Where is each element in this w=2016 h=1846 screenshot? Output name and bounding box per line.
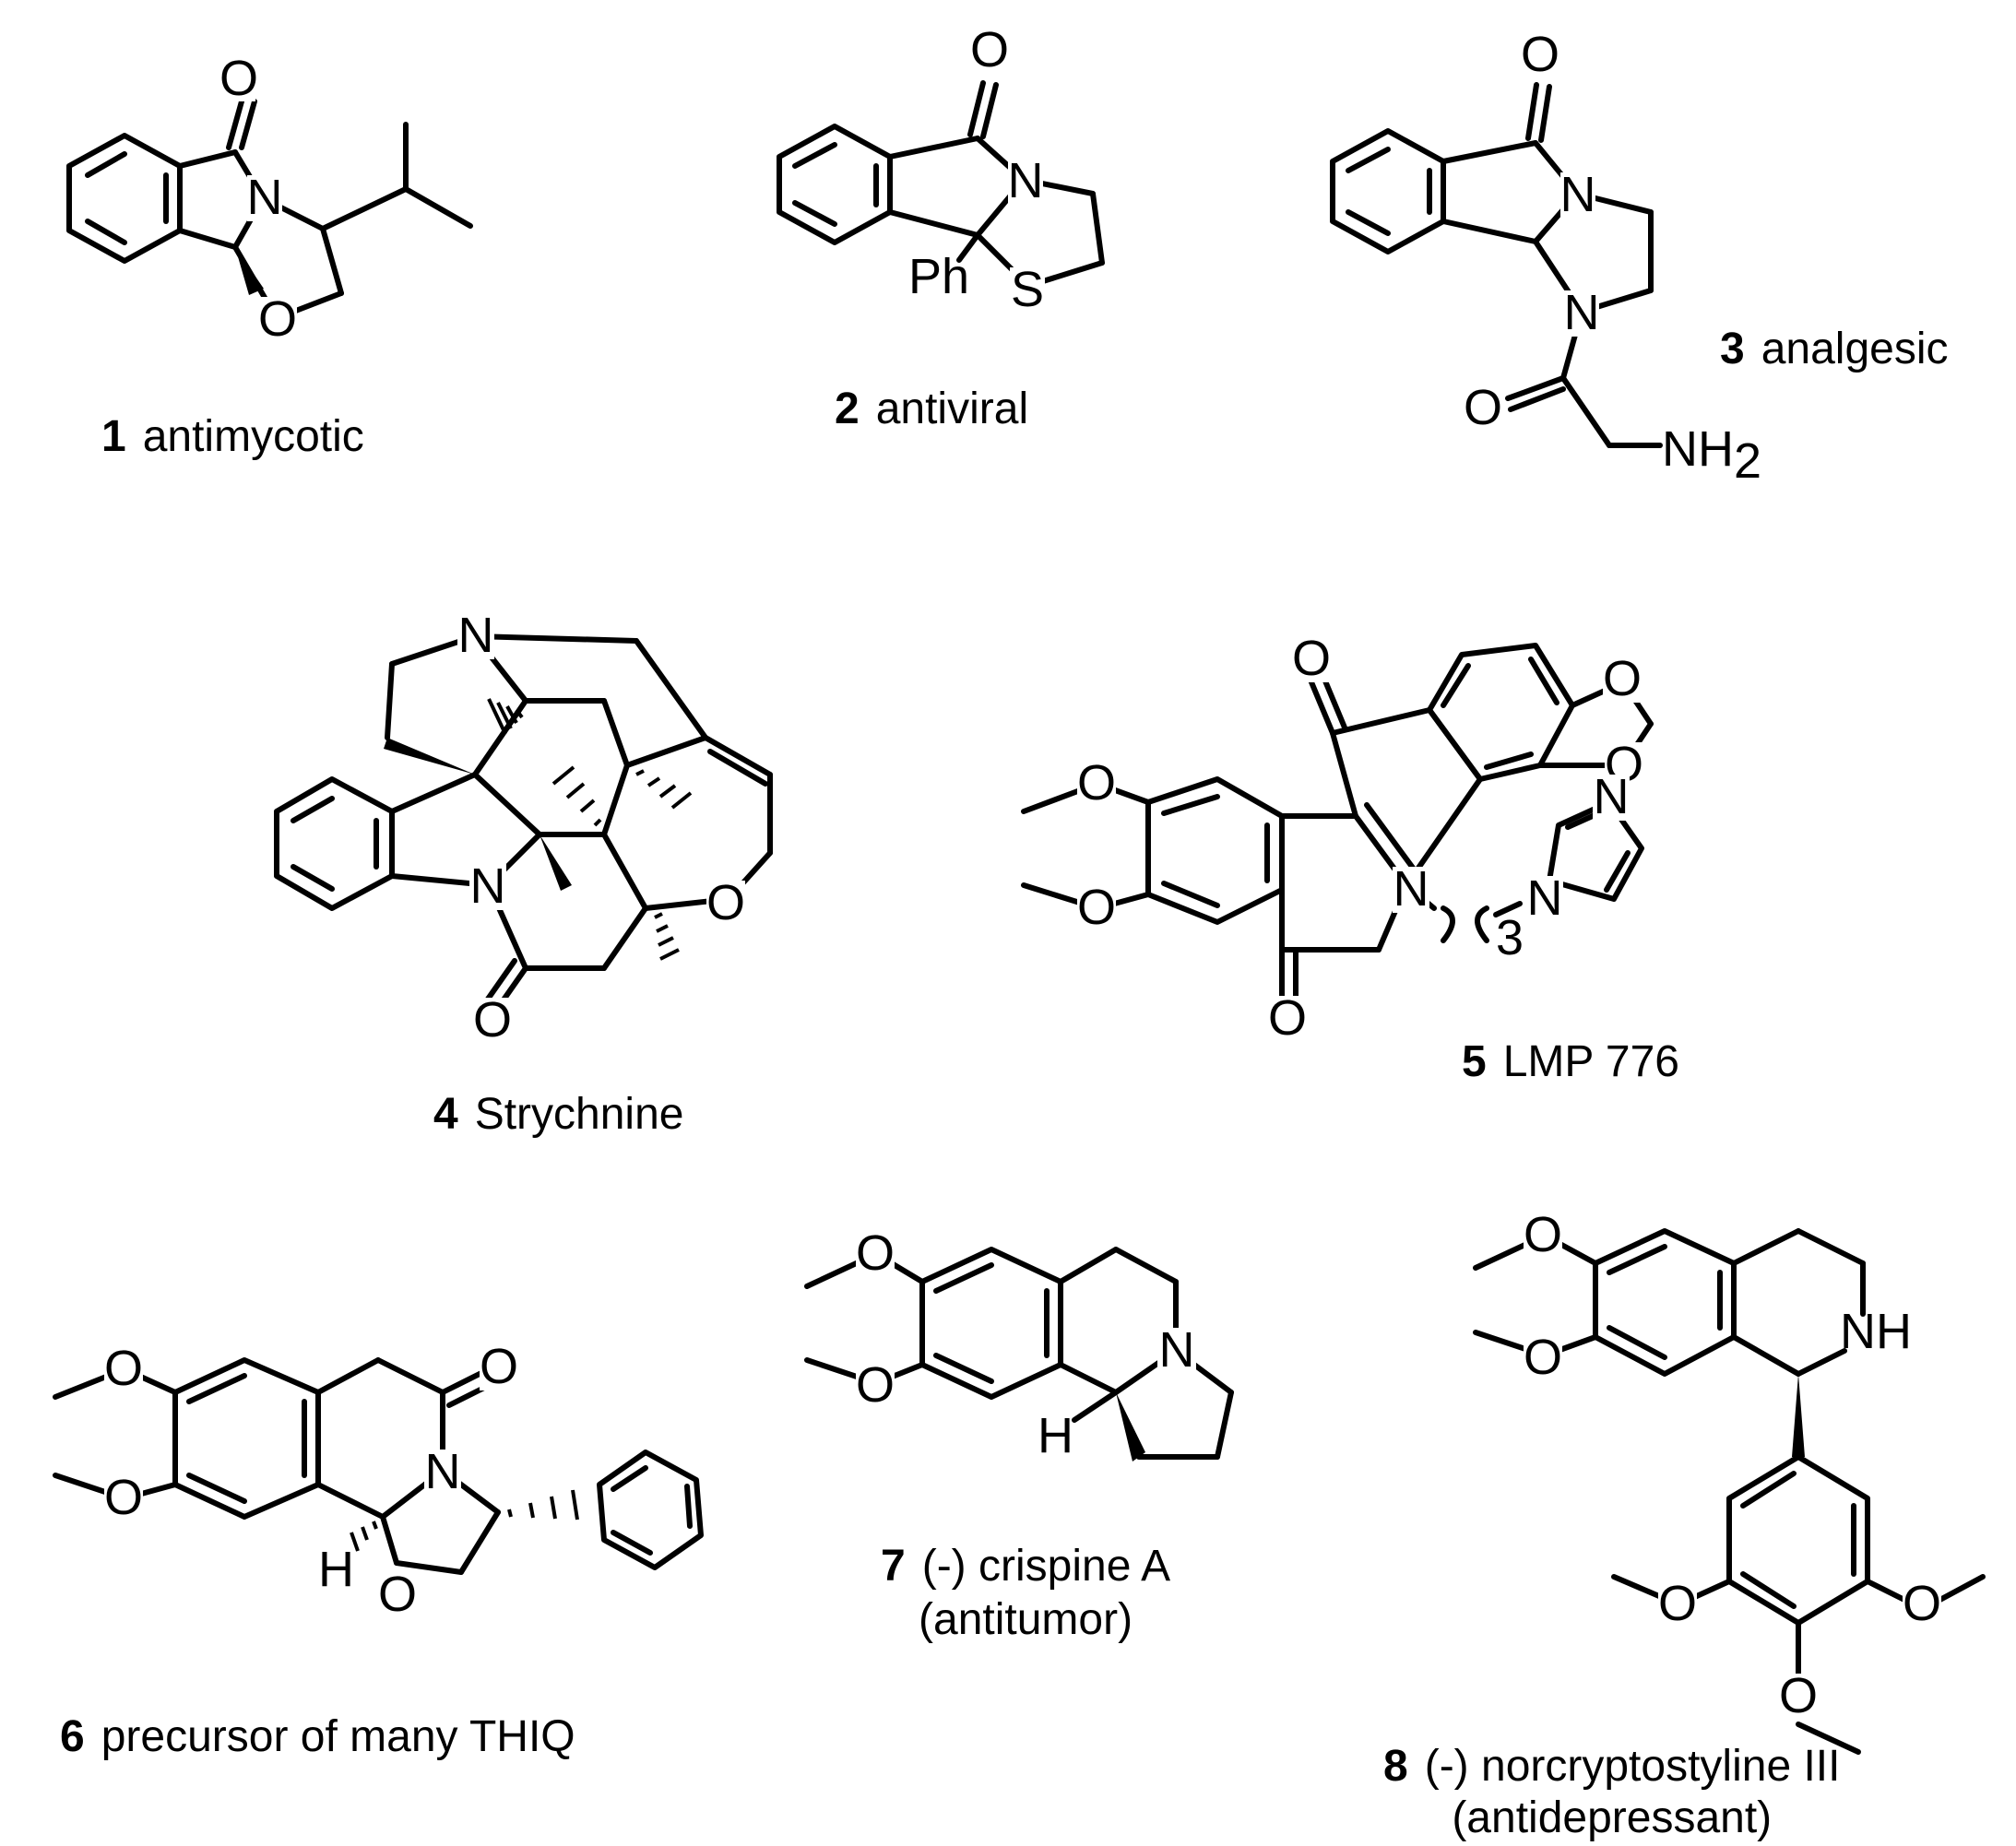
atom-o: O <box>1077 755 1116 811</box>
atom-o: O <box>1524 1207 1562 1262</box>
atom-o: O <box>104 1470 143 1525</box>
compound-label: analgesic <box>1761 325 1949 373</box>
atom-n: N <box>1159 1322 1195 1378</box>
structure-7: N O O H <box>804 1225 1234 1463</box>
caption-7: 7 (-) crispine A (antitumor) <box>881 1544 1170 1642</box>
atom-o: O <box>1903 1576 1941 1631</box>
atom-n: N <box>458 608 494 663</box>
atom-o: O <box>219 51 258 106</box>
caption-1: 1 antimycotic <box>101 415 364 459</box>
atom-o: O <box>258 291 297 347</box>
atom-o: O <box>104 1341 143 1396</box>
compound-sublabel: (antidepressant) <box>1452 1793 1773 1842</box>
atom-s: S <box>1011 262 1044 317</box>
atom-n: N <box>1393 861 1429 917</box>
caption-3: 3 analgesic <box>1720 327 1949 372</box>
atom-o: O <box>1464 380 1502 435</box>
atom-n: N <box>1560 167 1596 222</box>
atom-o: O <box>856 1225 895 1281</box>
atom-h: H <box>318 1542 354 1597</box>
amine-label: NH <box>1662 421 1734 477</box>
compound-label: (-) norcryptostyline III <box>1424 1742 1841 1791</box>
structure-1: O N O <box>66 51 473 347</box>
atom-o: O <box>378 1567 417 1622</box>
compound-sublabel: (antitumor) <box>919 1595 1133 1644</box>
atom-o: O <box>1779 1668 1818 1723</box>
atom-o: O <box>1292 631 1331 686</box>
atom-o: O <box>856 1357 895 1413</box>
compound-label: antimycotic <box>142 412 364 461</box>
subscript-2: 2 <box>1734 433 1761 489</box>
compound-number: 1 <box>101 412 126 461</box>
structure-3: O N N O NH 2 <box>1330 27 1761 489</box>
caption-4: 4 Strychnine <box>433 1093 683 1137</box>
compound-number: 7 <box>881 1542 906 1591</box>
compound-number: 3 <box>1720 325 1745 373</box>
compound-label: LMP 776 <box>1502 1037 1679 1086</box>
amine-nh: NH <box>1840 1304 1912 1359</box>
compound-number: 2 <box>835 385 860 433</box>
atom-o: O <box>1268 990 1307 1046</box>
atom-n: N <box>470 858 506 914</box>
caption-6: 6 precursor of many THIQ <box>60 1715 575 1759</box>
atom-h: H <box>1038 1408 1073 1463</box>
atom-o: O <box>473 992 512 1047</box>
compound-label: precursor of many THIQ <box>101 1712 575 1761</box>
structure-6: O N O O O H <box>53 1339 704 1622</box>
chain-count-3: 3 <box>1496 910 1524 965</box>
atom-o: O <box>706 875 745 930</box>
atom-o: O <box>480 1339 518 1394</box>
atom-o: O <box>1603 651 1642 706</box>
atom-n: N <box>1564 285 1600 340</box>
atom-o: O <box>1521 27 1559 82</box>
phenyl-label: Ph <box>908 249 969 304</box>
atom-o: O <box>1077 880 1116 935</box>
compound-number: 8 <box>1383 1742 1408 1791</box>
atom-n: N <box>1594 769 1630 824</box>
compound-label: antiviral <box>875 385 1029 433</box>
compound-number: 4 <box>433 1090 458 1139</box>
atom-n: N <box>247 170 283 225</box>
caption-8: 8 (-) norcryptostyline III (antidepressan… <box>1383 1745 1840 1840</box>
structure-8: NH O O O O O <box>1473 1207 1986 1755</box>
caption-2: 2 antiviral <box>835 387 1028 432</box>
structure-4: N N O O <box>274 608 773 1047</box>
compound-label: (-) crispine A <box>921 1542 1171 1591</box>
structure-2: O N S Ph <box>777 22 1105 317</box>
compound-number: 5 <box>1462 1037 1487 1086</box>
atom-o: O <box>970 22 1009 77</box>
caption-5: 5 LMP 776 <box>1462 1040 1679 1084</box>
atom-o: O <box>1658 1576 1697 1631</box>
atom-o: O <box>1524 1330 1562 1385</box>
compound-number: 6 <box>60 1712 85 1761</box>
compound-label: Strychnine <box>474 1090 684 1139</box>
structure-5: O O O O O O N N N 3 <box>1021 631 1654 1046</box>
atom-n: N <box>425 1444 461 1499</box>
atom-n: N <box>1527 870 1563 926</box>
atom-n: N <box>1008 153 1044 208</box>
